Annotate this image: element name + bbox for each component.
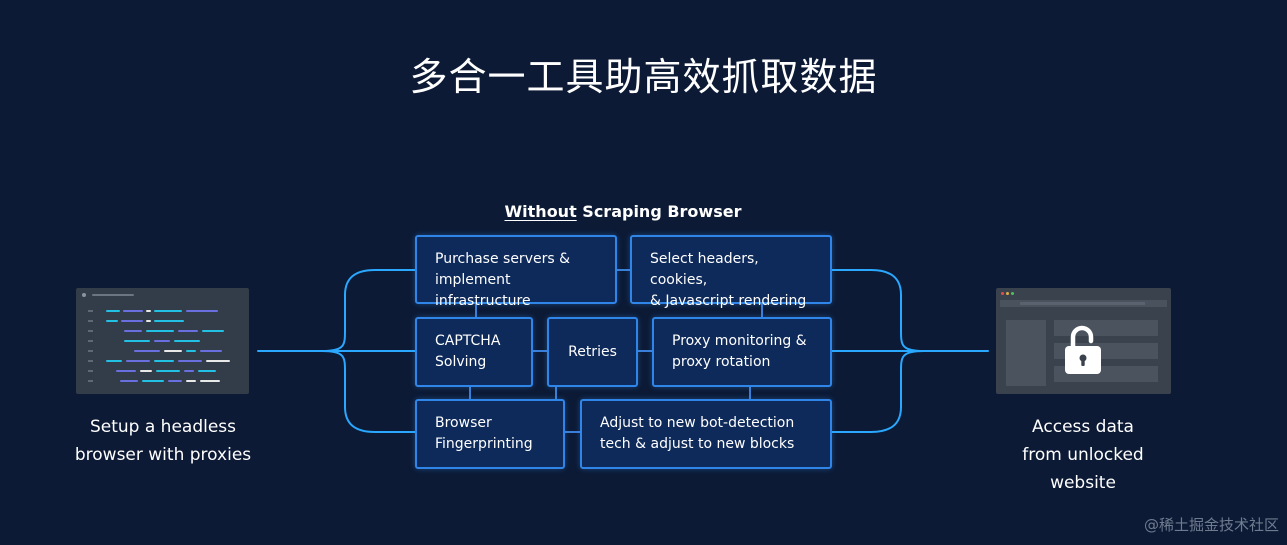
box-captcha-solving: CAPTCHA Solving: [415, 317, 533, 387]
box-adjust-bot-detection: Adjust to new bot-detection tech & adjus…: [580, 399, 832, 469]
code-editor-window-icon: [76, 288, 249, 394]
right-branch-top: [830, 269, 925, 352]
box-select-headers: Select headers, cookies, & Javascript re…: [630, 235, 832, 309]
left-branch-top: [321, 269, 417, 352]
right-step-label: Access data from unlocked website: [1022, 417, 1144, 493]
browser-window-icon: [996, 288, 1171, 394]
right-branch-bottom: [830, 350, 925, 433]
box-purchase-servers: Purchase servers & implement infrastruct…: [415, 235, 617, 309]
diagram-subtitle: Without Scraping Browser: [415, 202, 831, 221]
page-title: 多合一工具助高效抓取数据: [409, 55, 878, 99]
box-retries: Retries: [547, 317, 638, 387]
unlocked-padlock-icon: [1065, 325, 1101, 374]
watermark: @稀土掘金技术社区: [1143, 516, 1279, 534]
box-browser-fingerprinting: Browser Fingerprinting: [415, 399, 565, 469]
left-step-label: Setup a headless browser with proxies: [74, 417, 252, 465]
subtitle-rest: Scraping Browser: [576, 202, 742, 221]
subtitle-emphasis: Without: [504, 202, 577, 221]
box-proxy-monitoring: Proxy monitoring & proxy rotation: [652, 317, 832, 387]
left-branch-bottom: [321, 350, 417, 433]
